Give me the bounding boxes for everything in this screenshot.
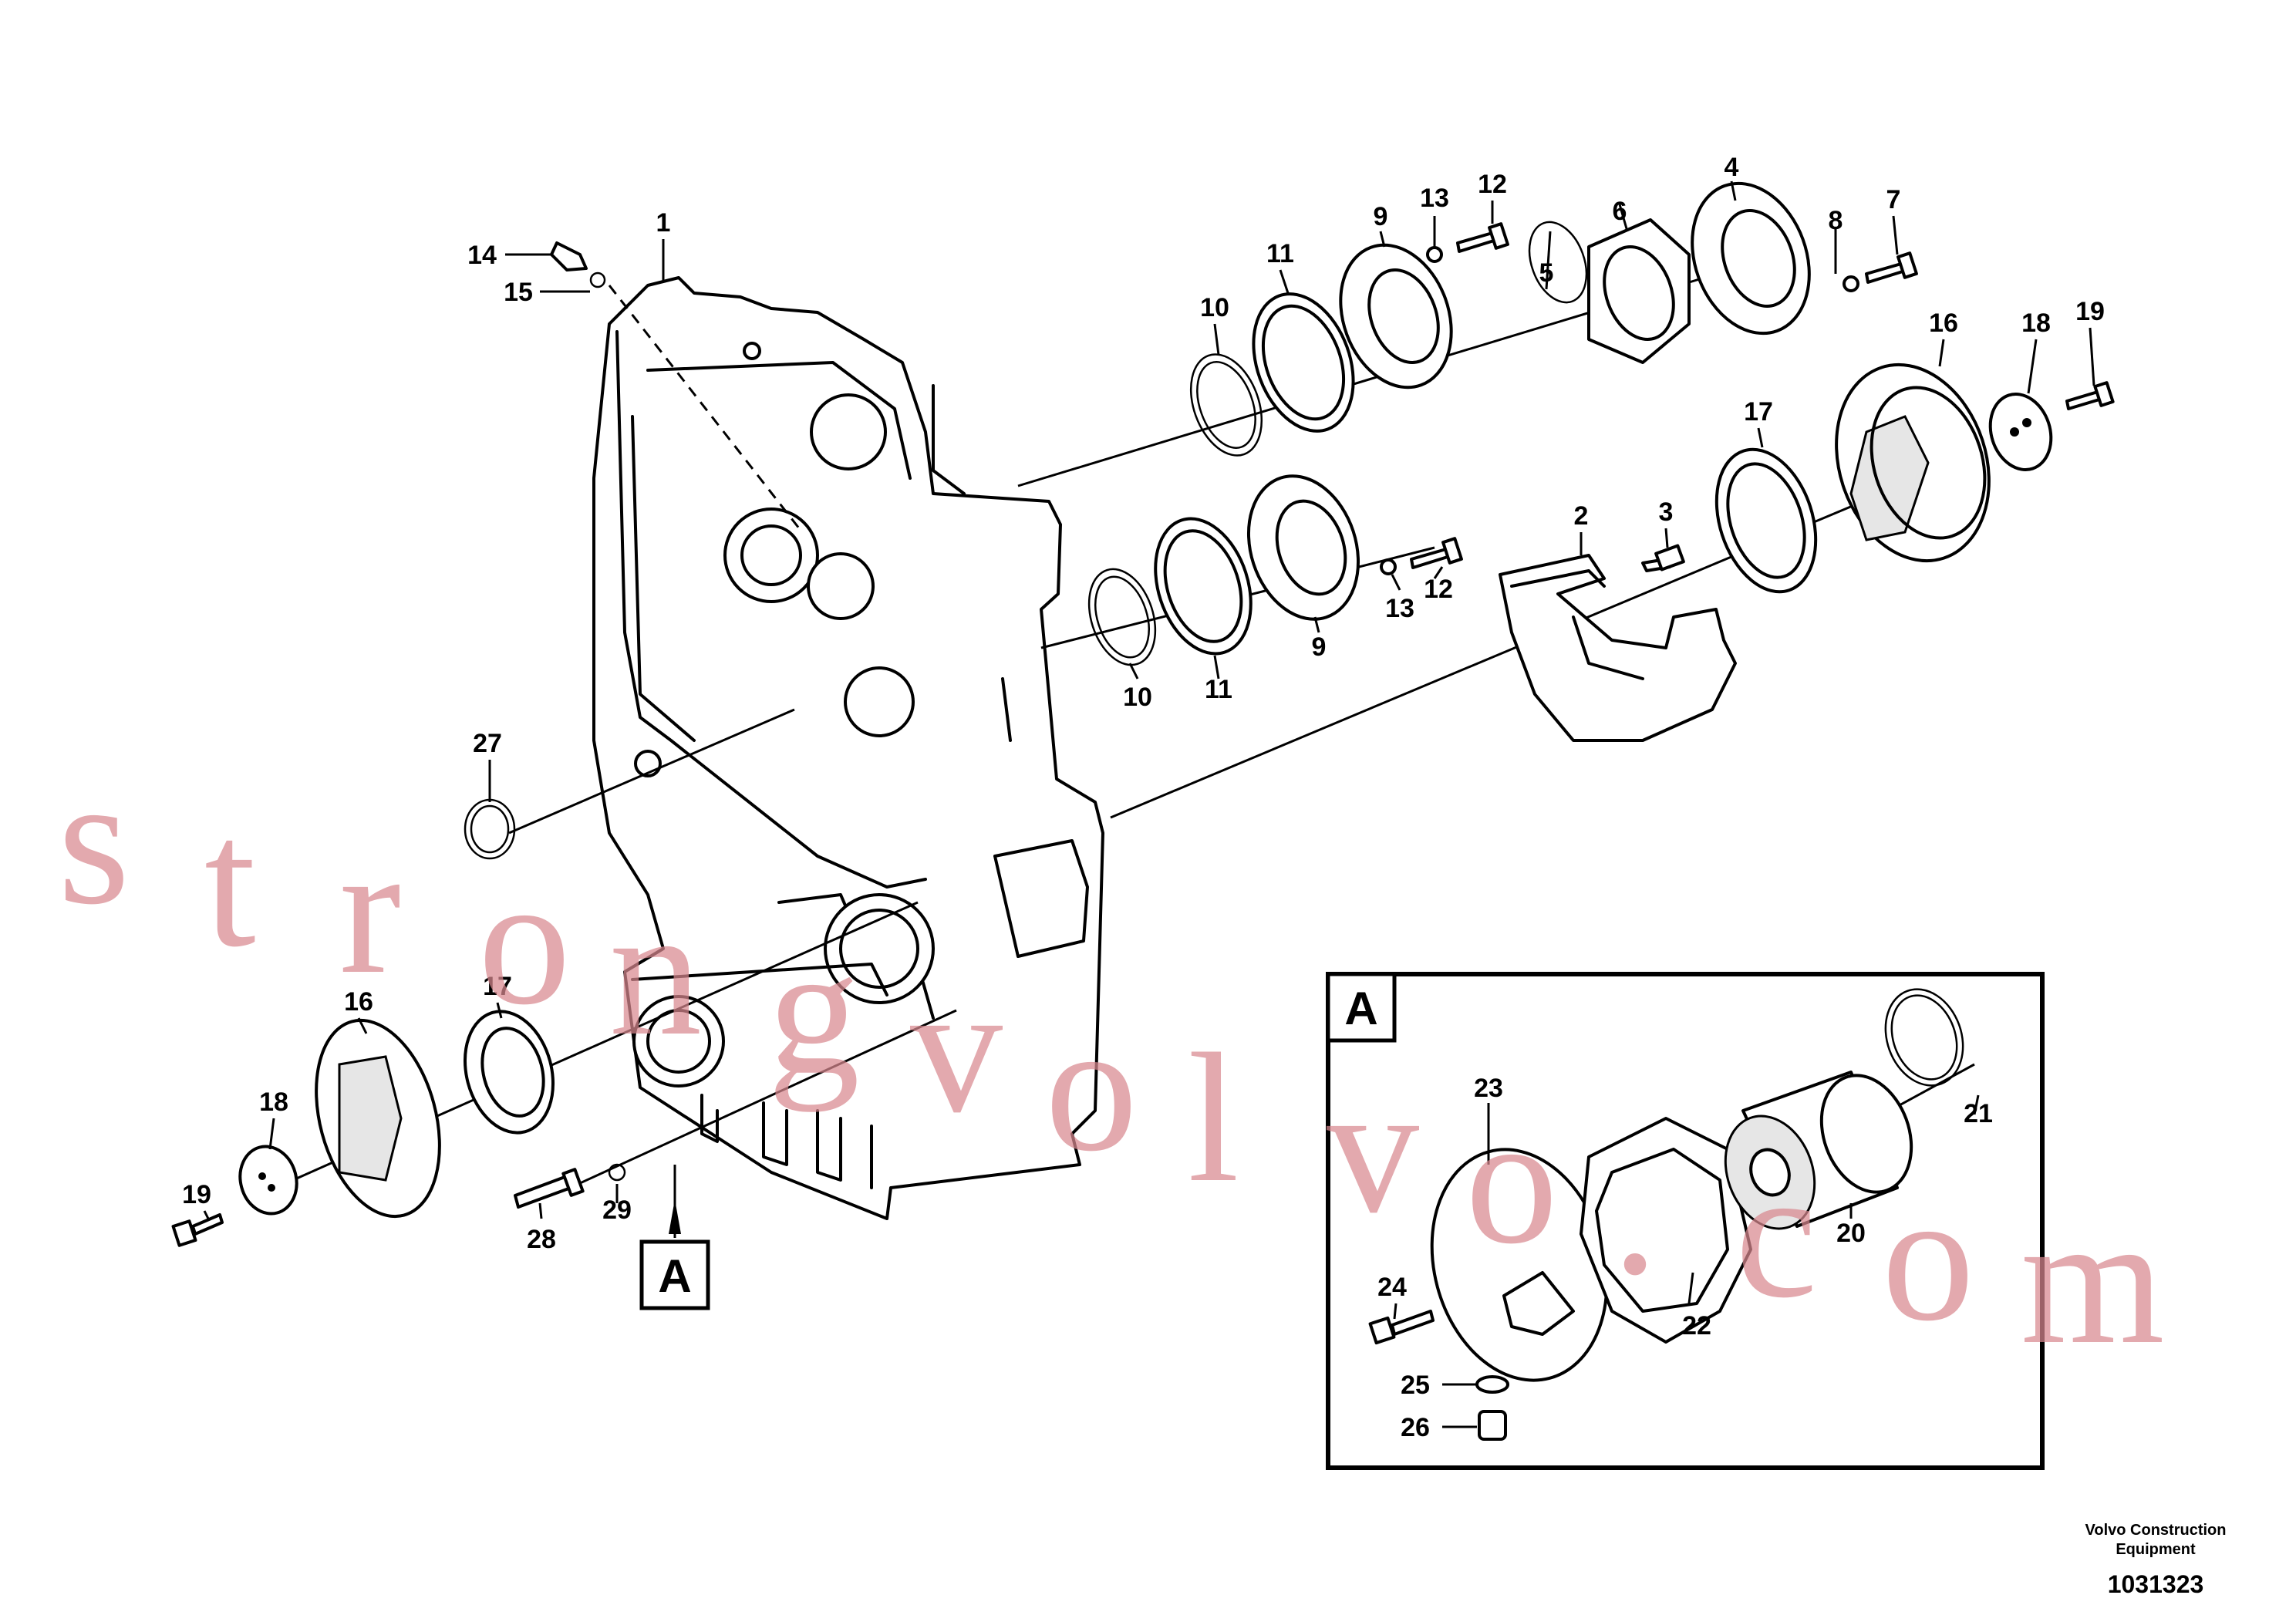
detail-a-label: A [1344, 983, 1377, 1034]
callout-12-upper: 12 [1478, 170, 1507, 199]
callout-14: 14 [467, 241, 497, 270]
upper-cover-assembly [1017, 181, 1918, 487]
callout-19-right: 19 [2075, 297, 2105, 326]
callout-21: 21 [1964, 1099, 1993, 1128]
watermark-char: o [1465, 1077, 1558, 1282]
callout-8: 8 [1829, 206, 1843, 235]
callout-16-left: 16 [344, 987, 373, 1017]
watermark-char: n [609, 868, 702, 1074]
callout-20: 20 [1836, 1219, 1866, 1248]
callout-1: 1 [656, 208, 671, 238]
leader-lines [203, 180, 2095, 1428]
callout-13-upper: 13 [1420, 184, 1449, 213]
detail-a-box: A [1326, 972, 2045, 1470]
callout-18-right: 18 [2021, 309, 2051, 338]
callout-11-upper: 11 [1266, 239, 1294, 268]
watermark-char: v [910, 946, 1003, 1151]
left-output-assembly [171, 708, 957, 1247]
view-a-label: A [658, 1250, 691, 1302]
watermark-char: t [204, 780, 256, 985]
callout-10-lower: 10 [1123, 683, 1152, 712]
footer-company-line1: Volvo Construction [2085, 1522, 2227, 1539]
callout-26: 26 [1401, 1413, 1430, 1442]
callout-29: 29 [602, 1195, 632, 1225]
watermark-char: o [478, 838, 571, 1043]
footer: Volvo Construction Equipment 1031323 [2085, 1522, 2227, 1598]
callout-25: 25 [1401, 1371, 1430, 1400]
callout-23: 23 [1474, 1074, 1503, 1103]
watermark: s t r o n g v o l v o . c o m [58, 737, 2165, 1382]
callout-7: 7 [1886, 185, 1901, 214]
callout-17-right: 17 [1744, 397, 1773, 427]
watermark-char: g [767, 907, 860, 1112]
watermark-char: r [339, 807, 401, 1012]
callout-11-lower: 11 [1205, 675, 1232, 704]
watermark-char: o [1882, 1154, 1974, 1359]
callout-3: 3 [1659, 497, 1674, 527]
right-output-assembly [1110, 363, 2115, 819]
callout-24: 24 [1377, 1273, 1407, 1302]
watermark-char: c [1735, 1131, 1818, 1336]
callout-15: 15 [504, 278, 533, 307]
callout-28: 28 [527, 1225, 556, 1254]
drawing-number: 1031323 [2108, 1570, 2204, 1598]
transmission-housing [592, 276, 1104, 1220]
callout-17-left: 17 [483, 972, 512, 1001]
sensor-assembly [550, 241, 804, 533]
watermark-char: . [1612, 1108, 1658, 1313]
callout-12-lower: 12 [1424, 575, 1453, 604]
watermark-char: v [1327, 1046, 1419, 1251]
callout-5: 5 [1539, 258, 1554, 288]
callout-16-right: 16 [1929, 309, 1958, 338]
callout-19-left: 19 [182, 1180, 211, 1209]
watermark-char: l [1188, 1015, 1239, 1220]
callout-13-lower: 13 [1385, 594, 1414, 623]
callout-2: 2 [1574, 501, 1589, 531]
callout-10-upper: 10 [1200, 293, 1229, 322]
watermark-char: s [58, 737, 130, 943]
footer-company-line2: Equipment [2116, 1541, 2196, 1558]
callout-9-lower: 9 [1312, 632, 1327, 662]
callout-18-left: 18 [259, 1088, 288, 1117]
callout-numbers: 1 2 3 4 5 6 7 8 9 9 10 10 11 11 12 12 13… [182, 153, 2105, 1442]
watermark-char: m [2021, 1177, 2165, 1382]
callout-22: 22 [1682, 1311, 1711, 1340]
view-a-marker: A [639, 1165, 710, 1310]
callout-27: 27 [473, 729, 502, 758]
callout-4: 4 [1725, 153, 1739, 182]
callout-9-upper: 9 [1374, 202, 1388, 231]
middle-cover-assembly [1040, 474, 1463, 666]
watermark-char: o [1045, 984, 1138, 1189]
callout-6: 6 [1613, 197, 1627, 226]
